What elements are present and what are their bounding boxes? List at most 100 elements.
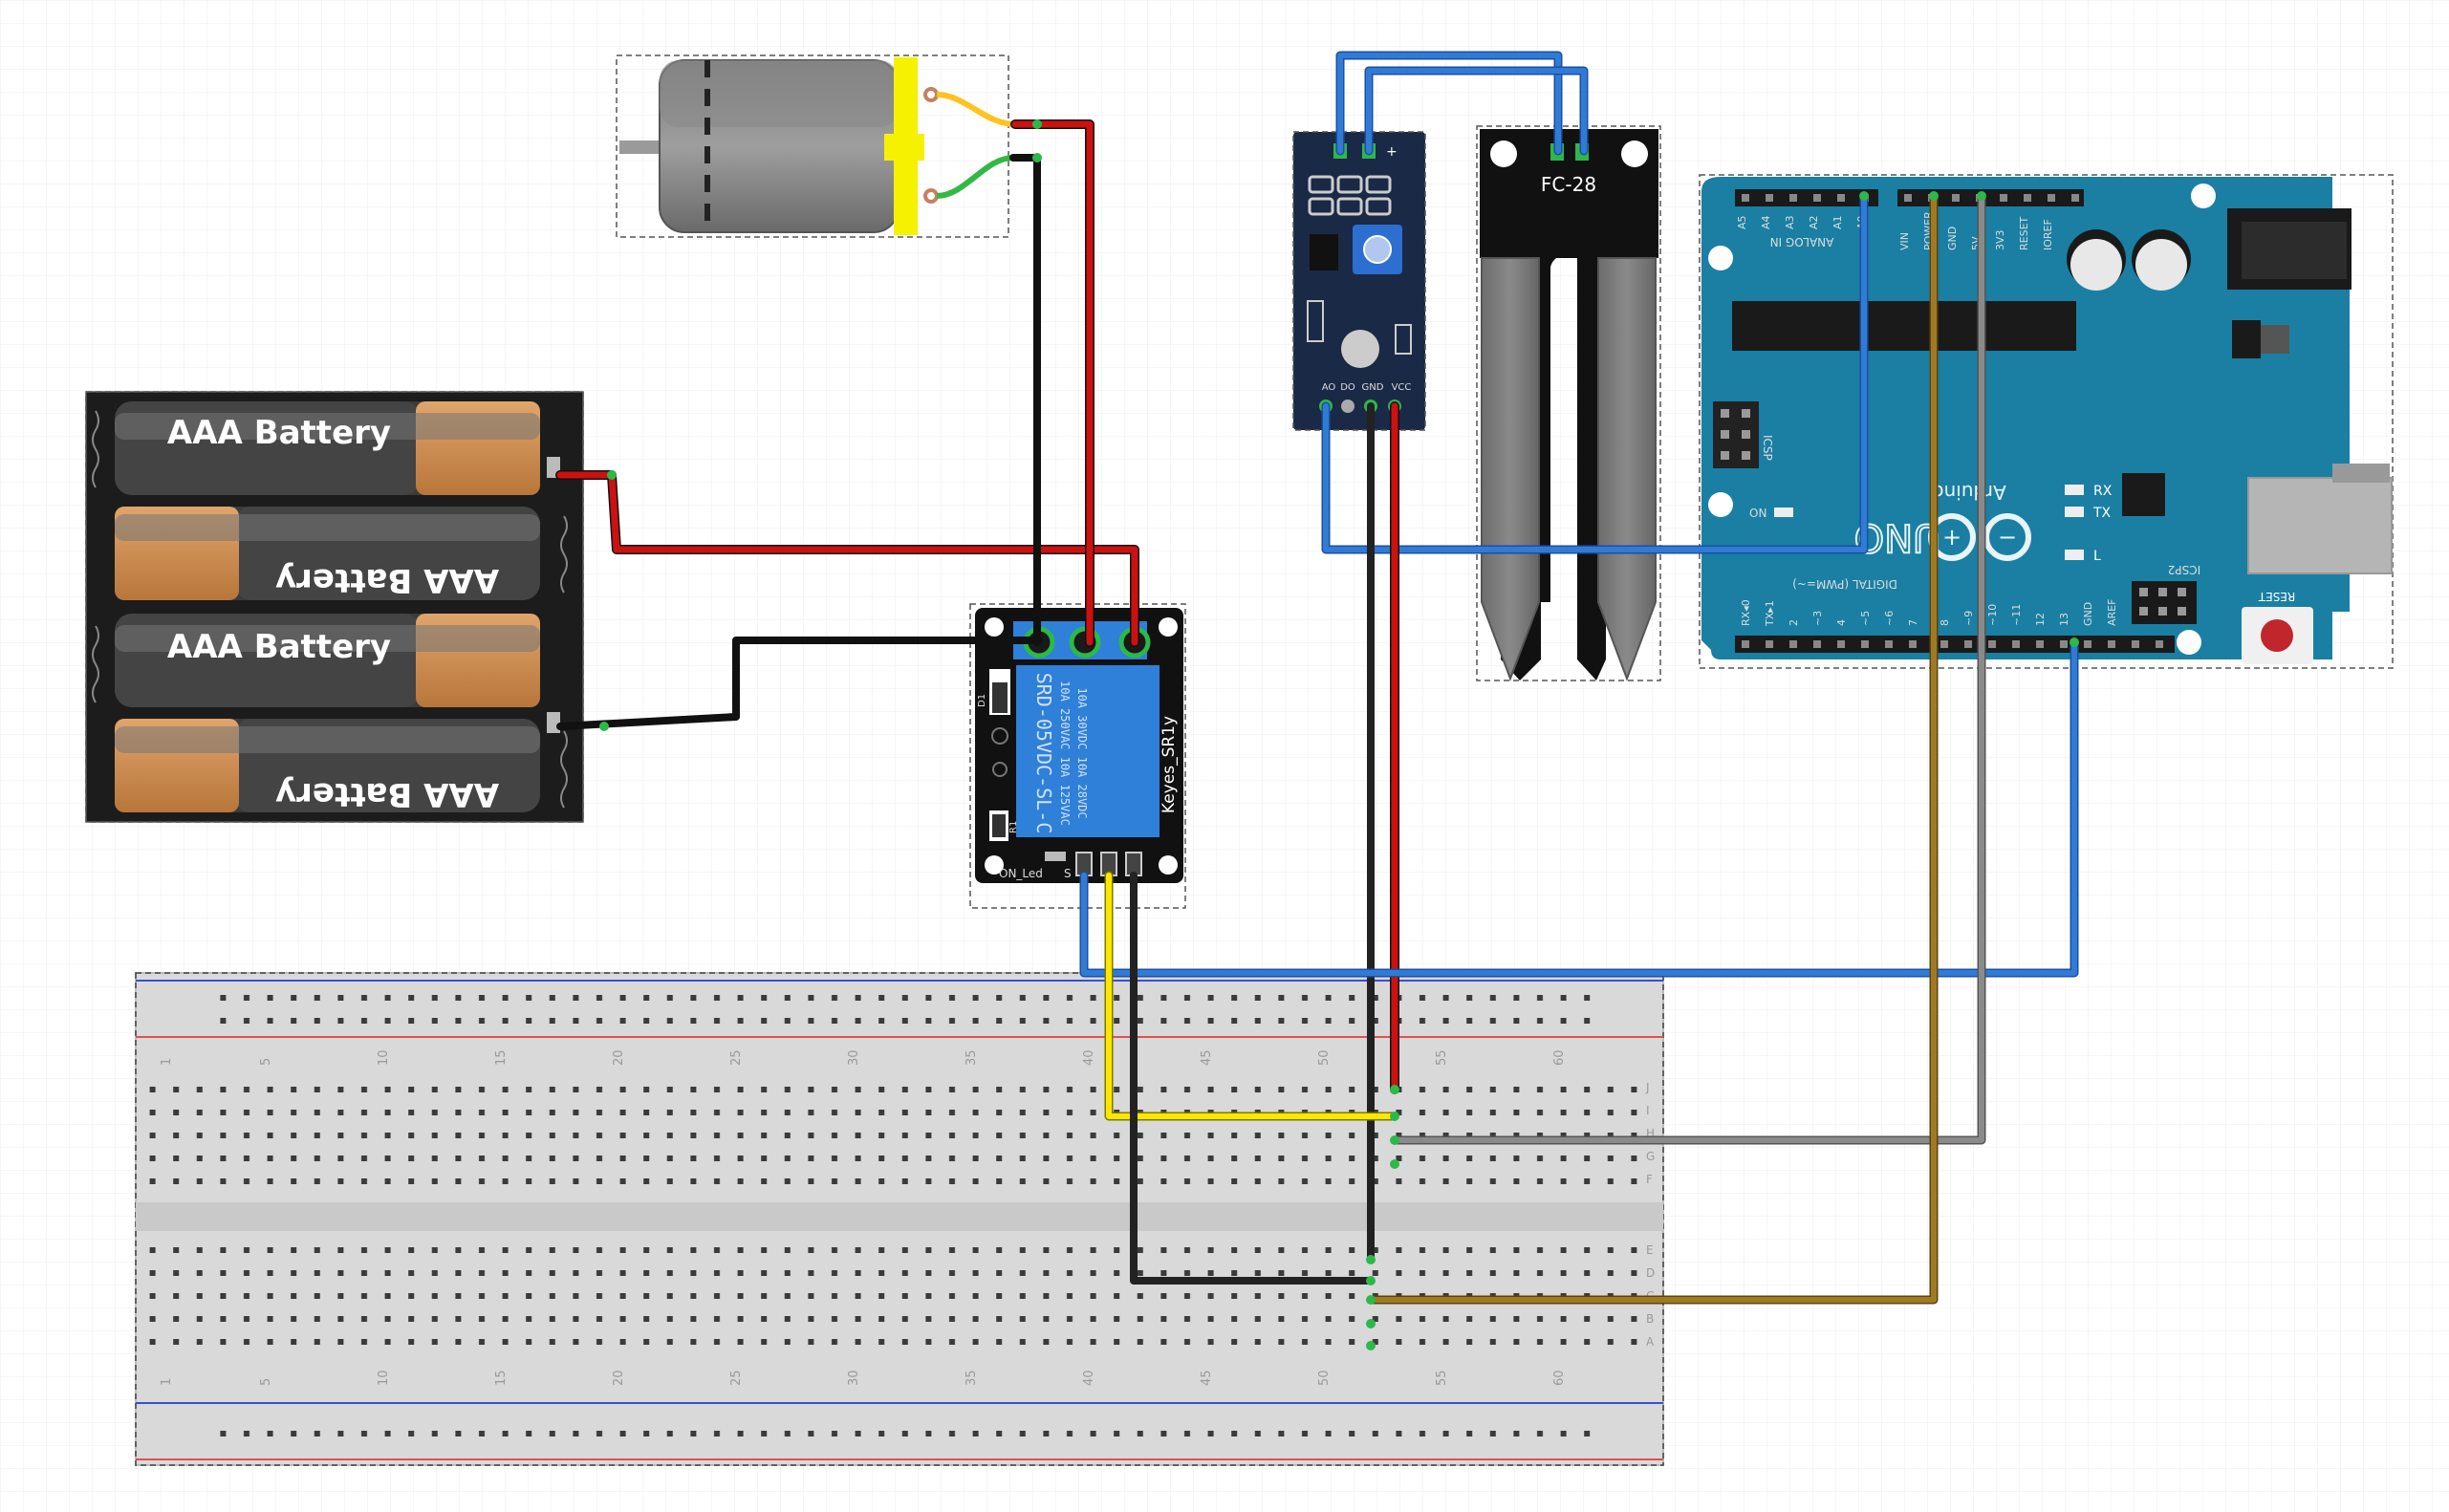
col-number: 35 [964,1370,979,1386]
wire-endpoint[interactable] [1366,1319,1376,1328]
analog-pin-label: A3 [1784,215,1796,229]
analog-header[interactable] [1735,189,1878,206]
motor-lead-yellow[interactable] [936,92,1016,127]
col-number: 55 [1435,1049,1449,1066]
fc28-probe[interactable]: FC-28 [1476,125,1661,681]
battery-cell: AAA Battery [115,507,540,600]
digital-pin-label: 7 [1907,619,1919,626]
icsp-header[interactable] [1713,401,1759,468]
wire-endpoint[interactable] [1366,1341,1376,1350]
col-number: 60 [1552,1049,1567,1066]
wire-endpoint[interactable] [1390,1112,1399,1121]
relay-d-label: D1 [977,694,987,707]
wire-battery-positive[interactable] [556,471,1138,646]
module-pin-plus: + [1386,144,1398,160]
motor-lead-green[interactable] [936,155,1014,199]
relay-rating-label: 10A 30VDC 10A 28VDC [1075,687,1089,818]
analog-pin-label: A2 [1808,215,1820,229]
col-number: 30 [847,1370,861,1386]
module-pin-do[interactable] [1341,400,1355,413]
wire-module-to-probe-2[interactable] [1366,68,1587,154]
sensor-module-pcb [1293,132,1425,430]
top-terminal-strip[interactable] [148,1075,1639,1194]
relay-module[interactable]: Keyes_SR1y SRD-05VDC-SL-C 10A 250VAC 10A… [969,603,1186,909]
wire-relay-gnd[interactable] [1130,872,1375,1285]
row-letter: E [1646,1243,1654,1257]
col-number: 45 [1200,1370,1214,1386]
battery-pack[interactable]: AAA Battery AAA Battery AAA Battery AAA … [85,391,584,823]
breadboard[interactable]: 1 5 10 15 20 25 30 35 40 45 50 55 60 1 5… [135,972,1664,1466]
row-letter: G [1646,1150,1655,1163]
reset-label: RESET [2258,590,2295,603]
battery-cell-label: AAA Battery [167,414,391,452]
col-number: 1 [160,1058,174,1066]
icsp2-label: ICSP2 [2168,563,2200,576]
wire-endpoint[interactable] [1390,1159,1399,1169]
wire-endpoint[interactable] [2070,637,2079,647]
analog-pin-label: A5 [1736,215,1748,229]
wire-module-to-probe-1[interactable] [1337,53,1561,154]
arduino-uno[interactable]: ANALOG IN A5 A4 A3 A2 A1 A0 VIN POWER GN… [1699,174,2394,669]
col-number: 10 [377,1370,391,1386]
wire-endpoint[interactable] [1929,191,1939,201]
wire-endpoint[interactable] [1859,191,1869,201]
wire-sensor-ao-to-a0[interactable] [1323,193,1867,552]
spring-contact [560,515,568,594]
motor-terminal-block [884,134,924,161]
battery-cell-label: AAA Battery [275,775,499,813]
col-number: 45 [1200,1049,1214,1066]
bottom-power-rail-holes[interactable] [206,1415,1592,1449]
icsp2-header[interactable] [2132,581,2197,624]
col-number: 50 [1317,1370,1332,1386]
wire-endpoint[interactable] [607,470,617,480]
arduino-brand-label: Arduino [1932,481,2005,504]
wire-endpoint[interactable] [599,722,609,731]
top-power-rail-holes[interactable] [206,992,1592,1026]
relay-rating-label: 10A 250VAC 10A 125VAC [1058,680,1072,826]
digital-pin-label: ~5 [1859,611,1872,626]
power-pin-label: 3V3 [1994,229,2006,250]
col-number: 5 [259,1058,273,1066]
logo-plus-glyph: + [1942,524,1961,551]
digital-header[interactable] [1735,636,2175,653]
wire-battery-negative[interactable] [556,637,1043,730]
wire-endpoint[interactable] [1032,119,1042,129]
wire-arduino-5v[interactable] [1392,193,1984,1143]
dc-motor[interactable] [616,54,1016,238]
wire-endpoint[interactable] [1390,1085,1399,1094]
module-pin-label: DO [1340,382,1355,393]
power-pin-label: IOREF [2042,219,2054,250]
module-pin-label: AO [1322,382,1336,393]
wire-endpoint[interactable] [1366,1276,1376,1285]
row-letter: A [1646,1335,1655,1349]
col-number: 40 [1082,1049,1096,1066]
wire-endpoint[interactable] [1032,153,1042,162]
wire-arduino-gnd[interactable] [1368,193,1937,1303]
usb-port[interactable] [2247,477,2393,574]
row-letter: F [1646,1173,1653,1186]
col-number: 10 [377,1049,391,1066]
digital-pin-label: 12 [2034,613,2047,626]
relay-transistor [991,727,1008,745]
digital-pin-label: RX◂0 [1740,599,1752,626]
module-pin-label: GND [1362,382,1384,393]
wire-endpoint[interactable] [1390,1135,1399,1145]
rx-led [2065,485,2084,495]
power-header[interactable] [1897,189,2084,206]
relay-r-label: R1 [1008,821,1019,833]
battery-negative-terminal[interactable] [547,712,560,733]
col-number: 35 [964,1049,979,1066]
wire-relay-vcc[interactable] [1106,873,1398,1119]
moisture-sensor-module[interactable]: - + AO DO GND VCC [1292,131,1426,431]
battery-cell: AAA Battery [115,401,540,495]
digital-pin-label: ~11 [2010,604,2023,626]
l-led [2065,550,2084,560]
relay-brand-label: Keyes_SR1y [1159,716,1179,813]
wire-relay-signal-to-d13[interactable] [1081,639,2077,976]
wire-endpoint[interactable] [1366,1255,1376,1264]
l-label: L [2093,549,2101,564]
power-pin-label: GND [1946,227,1959,250]
wire-endpoint[interactable] [1977,191,1986,201]
row-letter: J [1645,1081,1650,1094]
wire-endpoint[interactable] [1366,1295,1376,1305]
